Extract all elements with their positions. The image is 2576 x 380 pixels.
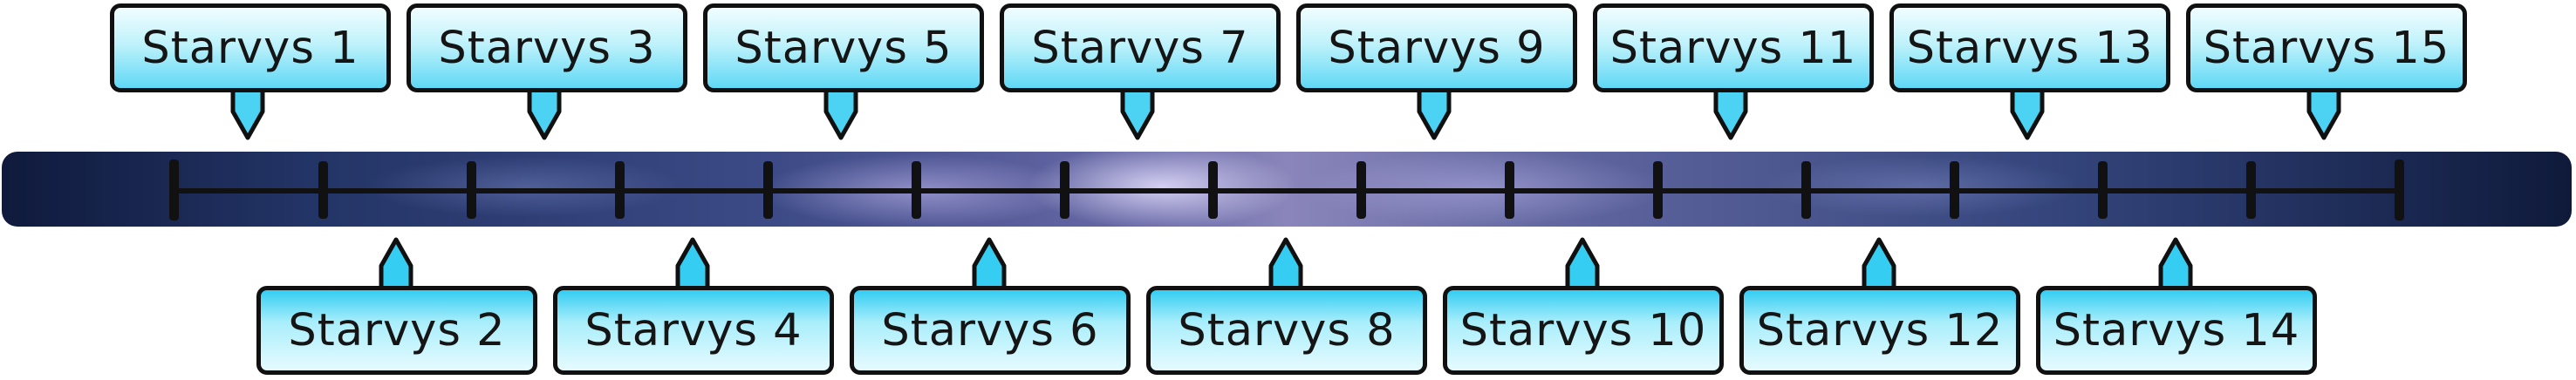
callout-pointer-up <box>673 237 713 289</box>
timeline-axis-line <box>171 188 2401 193</box>
callout-pointer-up <box>969 237 1009 289</box>
timeline-tick <box>467 161 476 219</box>
timeline-label-starvys-10: Starvys 10 <box>1443 286 1724 375</box>
timeline-label-starvys-1: Starvys 1 <box>110 3 391 92</box>
timeline-label-starvys-5: Starvys 5 <box>703 3 984 92</box>
timeline-tick <box>1653 161 1663 219</box>
timeline-label-starvys-6: Starvys 6 <box>850 286 1131 375</box>
callout-pointer-up <box>376 237 416 289</box>
timeline-label-starvys-8: Starvys 8 <box>1146 286 1427 375</box>
callout-pointer-down <box>2007 90 2047 140</box>
callout-pointer-down <box>524 90 564 140</box>
callout-pointer-up <box>1859 237 1899 289</box>
timeline-tick <box>1505 161 1514 219</box>
callout-pointer-down <box>1711 90 1751 140</box>
timeline-tick <box>1208 161 1218 219</box>
callout-pointer-down <box>1414 90 1454 140</box>
timeline-label-starvys-14: Starvys 14 <box>2036 286 2317 375</box>
callout-pointer-up <box>1266 237 1306 289</box>
timeline-label-starvys-4: Starvys 4 <box>553 286 834 375</box>
timeline-label-starvys-13: Starvys 13 <box>1889 3 2170 92</box>
timeline-tick <box>1801 161 1811 219</box>
timeline-tick <box>912 161 921 219</box>
timeline-label-starvys-15: Starvys 15 <box>2186 3 2467 92</box>
timeline-label-starvys-9: Starvys 9 <box>1296 3 1577 92</box>
timeline-tick <box>318 161 328 219</box>
callout-pointer-up <box>2156 237 2196 289</box>
callout-pointer-down <box>228 90 268 140</box>
timeline-tick <box>2246 161 2256 219</box>
timeline-tick <box>763 161 773 219</box>
timeline-tick <box>615 161 625 219</box>
timeline-label-starvys-3: Starvys 3 <box>407 3 687 92</box>
timeline-tick <box>1950 161 1959 219</box>
timeline-label-starvys-12: Starvys 12 <box>1739 286 2020 375</box>
timeline-tick <box>2098 161 2108 219</box>
callout-pointer-down <box>1117 90 1158 140</box>
timeline-label-starvys-7: Starvys 7 <box>1000 3 1281 92</box>
callout-pointer-up <box>1562 237 1602 289</box>
timeline-label-starvys-11: Starvys 11 <box>1593 3 1874 92</box>
timeline-tick <box>1060 161 1069 219</box>
callout-pointer-down <box>821 90 861 140</box>
timeline-tick <box>169 159 179 221</box>
timeline-label-starvys-2: Starvys 2 <box>256 286 537 375</box>
timeline-tick <box>1356 161 1366 219</box>
timeline-tick <box>2395 159 2404 221</box>
callout-pointer-down <box>2304 90 2344 140</box>
